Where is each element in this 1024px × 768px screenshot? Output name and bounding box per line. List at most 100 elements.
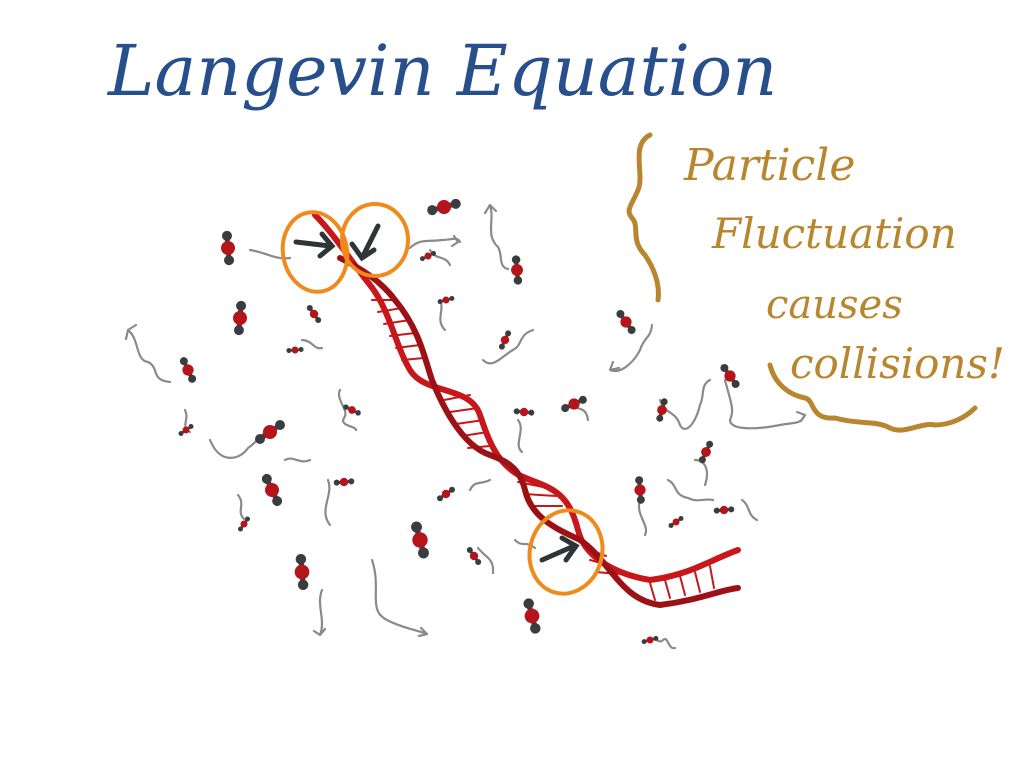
oxygen-atom: [442, 296, 450, 304]
hydrogen-atom: [298, 346, 304, 352]
water-molecule: [437, 295, 455, 305]
hydrogen-atom: [449, 295, 455, 301]
water-molecule: [437, 486, 455, 502]
oxygen-atom: [657, 405, 667, 415]
collision-arrows: [293, 223, 580, 563]
oxygen-atom: [634, 484, 646, 496]
hydrogen-atom: [728, 506, 735, 513]
water-molecule: [656, 398, 668, 422]
hydrogen-atom: [233, 325, 244, 336]
hydrogen-atom: [295, 553, 307, 565]
hydrogen-atom: [427, 205, 438, 216]
hydrogen-atom: [698, 456, 706, 464]
hydrogen-atom: [498, 343, 505, 350]
water-molecule: [286, 346, 304, 354]
hydrogen-atom: [578, 395, 587, 404]
annotation-line-1: Particle: [683, 140, 855, 191]
oxygen-atom: [339, 477, 349, 487]
oxygen-atom: [519, 407, 529, 417]
hydrogen-atom: [188, 374, 197, 383]
hydrogen-atom: [179, 357, 188, 366]
dna-strand-1: [312, 212, 741, 584]
water-molecule: [178, 424, 194, 436]
hydrogen-atom: [315, 317, 322, 324]
hydrogen-atom: [355, 410, 361, 416]
hydrogen-atom: [731, 380, 740, 389]
collision-circle-1: [280, 210, 350, 294]
hydrogen-atom: [720, 363, 729, 372]
oxygen-atom: [568, 398, 580, 410]
hydrogen-atom: [513, 276, 523, 285]
oxygen-atom: [309, 309, 319, 319]
hydrogen-atom: [660, 398, 668, 406]
hydrogen-atom: [449, 486, 455, 493]
oxygen-atom: [182, 364, 194, 376]
hydrogen-atom: [437, 299, 443, 305]
hydrogen-atom: [668, 523, 674, 528]
hydrogen-atom: [178, 431, 184, 436]
oxygen-atom: [646, 636, 654, 644]
water-molecule: [221, 230, 235, 266]
hydrogen-atom: [713, 507, 720, 514]
water-molecule: [411, 521, 429, 559]
water-molecules: [178, 198, 740, 645]
oxygen-atom: [719, 505, 729, 515]
oxygen-atom: [511, 264, 523, 276]
hydrogen-atom: [511, 255, 521, 264]
arrow-3: [539, 535, 580, 563]
hydrogen-atom: [431, 250, 437, 256]
water-molecule: [419, 250, 437, 262]
oxygen-atom: [500, 335, 510, 345]
hydrogen-atom: [641, 639, 647, 645]
hydrogen-atom: [333, 479, 340, 486]
collision-circle-3: [527, 508, 605, 596]
oxygen-atom: [294, 564, 310, 580]
hydrogen-atom: [297, 579, 309, 591]
oxygen-atom: [263, 425, 277, 439]
hydrogen-atom: [530, 623, 541, 634]
water-molecule: [466, 546, 482, 566]
oxygen-atom: [437, 200, 451, 214]
hydrogen-atom: [466, 546, 473, 553]
hydrogen-atom: [706, 440, 714, 448]
hydrogen-atom: [636, 495, 645, 504]
oxygen-atom: [424, 252, 432, 260]
hydrogen-atom: [237, 526, 243, 532]
oxygen-atom: [724, 370, 736, 382]
water-molecule: [237, 516, 251, 532]
water-molecule: [306, 304, 322, 324]
brace-left: [626, 132, 661, 303]
oxygen-atom: [233, 311, 247, 325]
hydrogen-atom: [513, 408, 520, 415]
oxygen-atom: [221, 241, 235, 255]
oxygen-atom: [441, 489, 451, 499]
dna-strand-2: [337, 255, 741, 609]
brace-bottom: [767, 362, 978, 433]
arrow-1: [293, 231, 336, 259]
water-molecule: [698, 440, 714, 464]
oxygen-atom: [240, 520, 248, 528]
annotation-line-3: causes: [766, 282, 903, 328]
hydrogen-atom: [221, 230, 232, 241]
water-molecule: [333, 477, 355, 487]
hydrogen-atom: [275, 420, 285, 430]
hydrogen-atom: [343, 404, 349, 410]
collision-markers: [280, 202, 605, 596]
water-molecule: [294, 553, 310, 591]
hydrogen-atom: [417, 547, 429, 559]
hydrogen-atom: [286, 348, 292, 354]
hydrogen-atom: [656, 414, 664, 422]
water-molecule: [634, 476, 646, 504]
annotation: Particle Fluctuation causes collisions!: [683, 140, 1005, 388]
dna-helix: [312, 212, 741, 609]
water-molecule: [720, 363, 740, 389]
title: Langevin Equation: [106, 30, 777, 112]
hydrogen-atom: [653, 635, 659, 641]
oxygen-atom: [620, 316, 632, 328]
oxygen-atom: [348, 406, 356, 414]
hydrogen-atom: [348, 478, 355, 485]
hydrogen-atom: [528, 409, 535, 416]
hydrogen-atom: [236, 300, 247, 311]
water-molecule: [511, 255, 523, 285]
